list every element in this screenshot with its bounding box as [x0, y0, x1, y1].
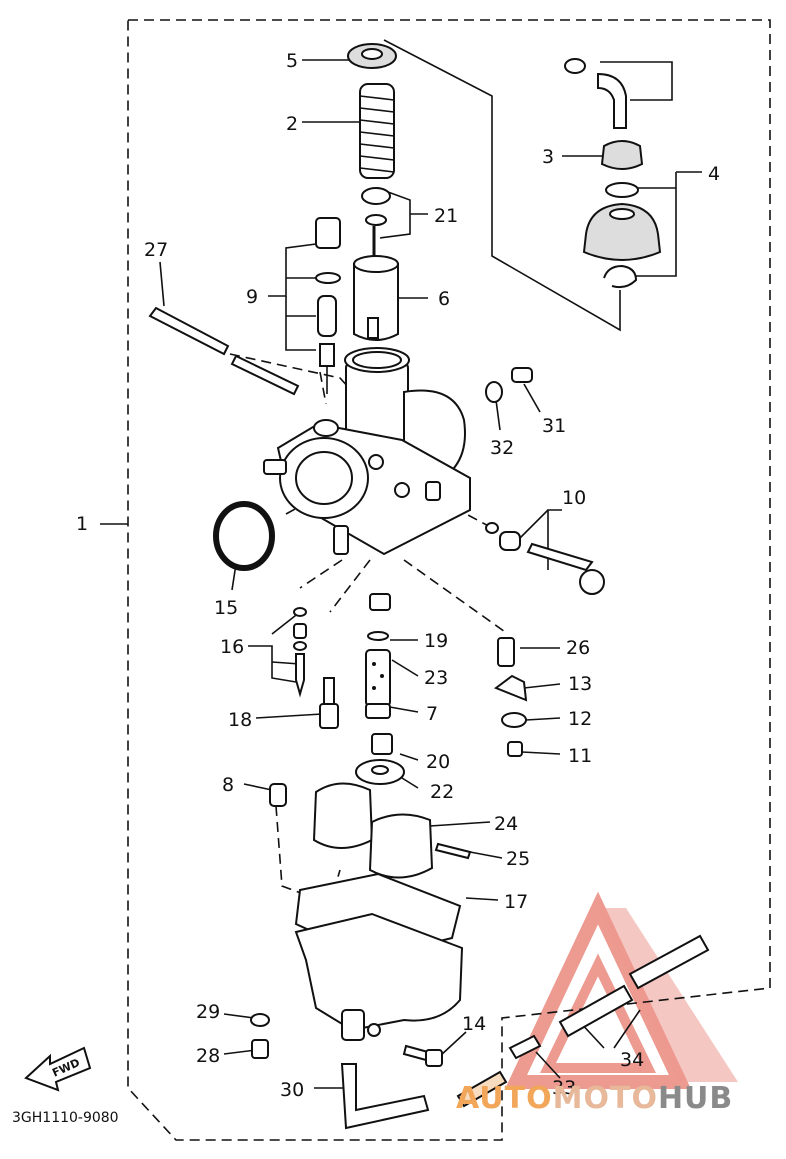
needle-jet-assembly	[365, 593, 391, 719]
callout-29: 29	[196, 1001, 220, 1023]
diagram-code: 3GH1110-9080	[12, 1110, 119, 1126]
screw-14	[402, 1044, 443, 1067]
screw-and-washer-31-32	[485, 367, 533, 403]
callout-34: 34	[620, 1049, 644, 1071]
starter-plunger-set	[315, 217, 341, 394]
washer-top	[347, 43, 397, 69]
drain-screw-and-washer	[250, 1013, 270, 1059]
needle-clip-set	[361, 187, 391, 270]
callout-2: 2	[286, 113, 298, 135]
callout-21: 21	[434, 205, 458, 227]
callout-14: 14	[462, 1013, 486, 1035]
callout-7: 7	[426, 703, 438, 725]
callout-15: 15	[214, 597, 238, 619]
callout-32: 32	[490, 437, 514, 459]
callout-18: 18	[228, 709, 252, 731]
float-bowl	[294, 912, 464, 1041]
callout-23: 23	[424, 667, 448, 689]
watermark-text: AUTOMOTOHUB	[456, 1081, 733, 1116]
callout-3: 3	[542, 146, 554, 168]
air-vent-pipes	[558, 934, 710, 1038]
callout-16: 16	[220, 636, 244, 658]
needle-valve-set	[293, 607, 307, 698]
float-pin	[434, 842, 472, 860]
callout-33: 33	[552, 1077, 576, 1099]
watermark-auto: AUTO	[456, 1081, 553, 1116]
hose-fitting	[456, 1034, 542, 1108]
callout-labels: 1 2 3 4 5 6 7 8 9 10 11 12 13 14 15 16 1…	[76, 50, 720, 1101]
callout-1: 1	[76, 513, 88, 535]
cap-assembly	[564, 58, 662, 289]
forward-arrow-icon: FWD	[24, 1046, 92, 1092]
callout-12: 12	[568, 708, 592, 730]
callout-5: 5	[286, 50, 298, 72]
o-ring	[213, 501, 275, 571]
callout-24: 24	[494, 813, 518, 835]
callout-19: 19	[424, 630, 448, 652]
callout-4: 4	[708, 163, 720, 185]
main-jet-and-washer	[355, 733, 405, 785]
callout-22: 22	[430, 781, 454, 803]
callout-6: 6	[438, 288, 450, 310]
drain-hose	[340, 1063, 430, 1130]
callout-28: 28	[196, 1045, 220, 1067]
callout-25: 25	[506, 848, 530, 870]
callout-11: 11	[568, 745, 592, 767]
float-valve-parts	[493, 637, 528, 757]
leader-lines	[100, 39, 702, 1089]
callout-30: 30	[280, 1079, 304, 1101]
callout-17: 17	[504, 891, 528, 913]
throttle-spring	[359, 83, 395, 179]
pilot-screw-set	[485, 522, 605, 595]
overflow-tube	[148, 306, 300, 396]
callout-27: 27	[144, 239, 168, 261]
callout-8: 8	[222, 774, 234, 796]
watermark-moto: MOTO	[553, 1081, 658, 1116]
watermark-hub: HUB	[658, 1081, 733, 1116]
pilot-jet	[319, 677, 339, 729]
callout-10: 10	[562, 487, 586, 509]
svg-text:AUTOMOTOHUB: AUTOMOTOHUB	[456, 1081, 733, 1116]
callout-13: 13	[568, 673, 592, 695]
callout-31: 31	[542, 415, 566, 437]
float-pair	[312, 782, 434, 879]
callout-26: 26	[566, 637, 590, 659]
carburetor-body	[263, 347, 471, 556]
throttle-valve	[353, 255, 399, 341]
callout-9: 9	[246, 286, 258, 308]
callout-20: 20	[426, 751, 450, 773]
screw-8	[269, 783, 287, 807]
